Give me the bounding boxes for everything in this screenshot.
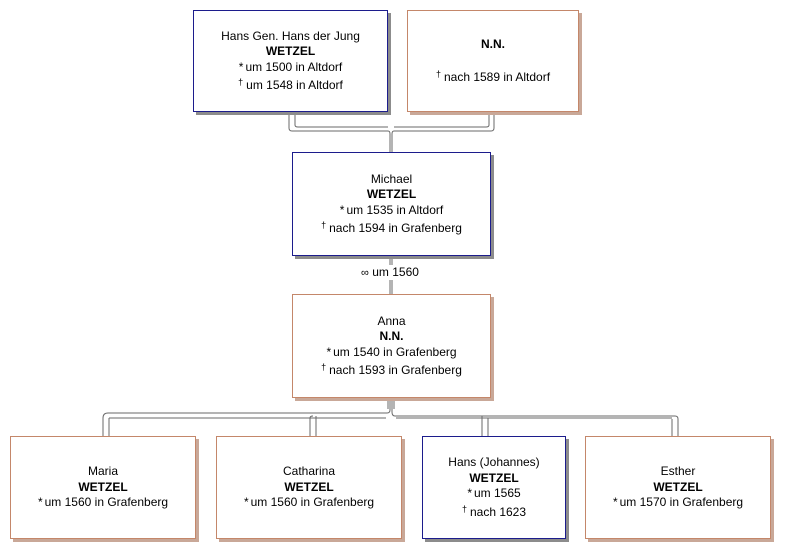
given-name: Michael bbox=[370, 171, 413, 186]
surname: N.N. bbox=[379, 329, 404, 343]
person-card-father[interactable]: Hans Gen. Hans der Jung WETZEL *um 1500 … bbox=[193, 10, 388, 112]
child-card-hans[interactable]: Hans (Johannes) WETZEL *um 1565 †nach 16… bbox=[422, 436, 566, 539]
death-line: †nach 1589 in Altdorf bbox=[436, 67, 550, 86]
given-name: Anna bbox=[377, 313, 406, 328]
given-name: Hans Gen. Hans der Jung bbox=[221, 28, 360, 43]
death-line: †nach 1594 in Grafenberg bbox=[321, 218, 462, 237]
death-line: †um 1548 in Altdorf bbox=[238, 75, 343, 94]
death-line: †nach 1623 bbox=[462, 502, 526, 521]
person-card-spouse[interactable]: Anna N.N. *um 1540 in Grafenberg †nach 1… bbox=[292, 294, 491, 398]
death-line: †nach 1593 in Grafenberg bbox=[321, 360, 462, 379]
birth-text: um 1540 in Grafenberg bbox=[333, 344, 457, 359]
death-text: um 1548 in Altdorf bbox=[246, 78, 343, 92]
birth-line: *um 1535 in Altdorf bbox=[340, 203, 443, 219]
marriage-label: ∞ um 1560 bbox=[340, 265, 440, 279]
surname: WETZEL bbox=[284, 479, 334, 494]
marriage-icon: ∞ bbox=[361, 267, 369, 279]
death-symbol: † bbox=[321, 362, 327, 372]
birth-text: um 1500 in Altdorf bbox=[245, 59, 343, 74]
surname: WETZEL bbox=[469, 470, 519, 485]
given-name: Maria bbox=[87, 464, 118, 479]
person-card-mother[interactable]: N.N. †nach 1589 in Altdorf bbox=[407, 10, 579, 112]
birth-text: um 1560 in Grafenberg bbox=[250, 495, 375, 510]
death-text: nach 1589 in Altdorf bbox=[443, 70, 551, 84]
surname: N.N. bbox=[481, 36, 505, 51]
person-card-main[interactable]: Michael WETZEL *um 1535 in Altdorf †nach… bbox=[292, 152, 491, 256]
surname: WETZEL bbox=[653, 479, 703, 494]
death-text: nach 1623 bbox=[469, 504, 527, 519]
birth-text: um 1560 in Grafenberg bbox=[44, 495, 169, 510]
birth-line: *um 1565 bbox=[467, 486, 520, 502]
birth-symbol: * bbox=[339, 202, 345, 217]
birth-symbol: * bbox=[467, 486, 472, 500]
birth-line: *um 1500 in Altdorf bbox=[239, 60, 342, 76]
surname: WETZEL bbox=[78, 479, 128, 494]
birth-symbol: * bbox=[37, 495, 43, 510]
death-text: nach 1594 in Grafenberg bbox=[329, 221, 462, 235]
given-name: Catharina bbox=[282, 464, 336, 479]
death-symbol: † bbox=[321, 220, 327, 230]
child-card-catharina[interactable]: Catharina WETZEL *um 1560 in Grafenberg bbox=[216, 436, 402, 539]
birth-line: *um 1560 in Grafenberg bbox=[38, 495, 168, 511]
marriage-date: um 1560 bbox=[372, 265, 419, 279]
given-name: Esther bbox=[660, 464, 696, 479]
child-card-maria[interactable]: Maria WETZEL *um 1560 in Grafenberg bbox=[10, 436, 196, 539]
birth-symbol: * bbox=[243, 495, 249, 510]
death-symbol: † bbox=[435, 69, 441, 79]
death-text: nach 1593 in Grafenberg bbox=[329, 363, 462, 377]
child-card-esther[interactable]: Esther WETZEL *um 1570 in Grafenberg bbox=[585, 436, 771, 539]
death-symbol: † bbox=[238, 77, 244, 87]
birth-line: *um 1540 in Grafenberg bbox=[326, 345, 456, 361]
given-name: Hans (Johannes) bbox=[448, 455, 540, 469]
birth-text: um 1570 in Grafenberg bbox=[619, 495, 744, 510]
birth-line: *um 1560 in Grafenberg bbox=[244, 495, 374, 511]
birth-symbol: * bbox=[612, 495, 618, 510]
death-symbol: † bbox=[461, 503, 467, 514]
birth-text: um 1535 in Altdorf bbox=[346, 202, 444, 217]
birth-symbol: * bbox=[326, 344, 332, 359]
birth-line: *um 1570 in Grafenberg bbox=[613, 495, 743, 511]
birth-text: um 1565 bbox=[473, 486, 521, 500]
surname: WETZEL bbox=[265, 44, 316, 58]
birth-symbol: * bbox=[238, 59, 244, 74]
surname: WETZEL bbox=[366, 187, 417, 201]
